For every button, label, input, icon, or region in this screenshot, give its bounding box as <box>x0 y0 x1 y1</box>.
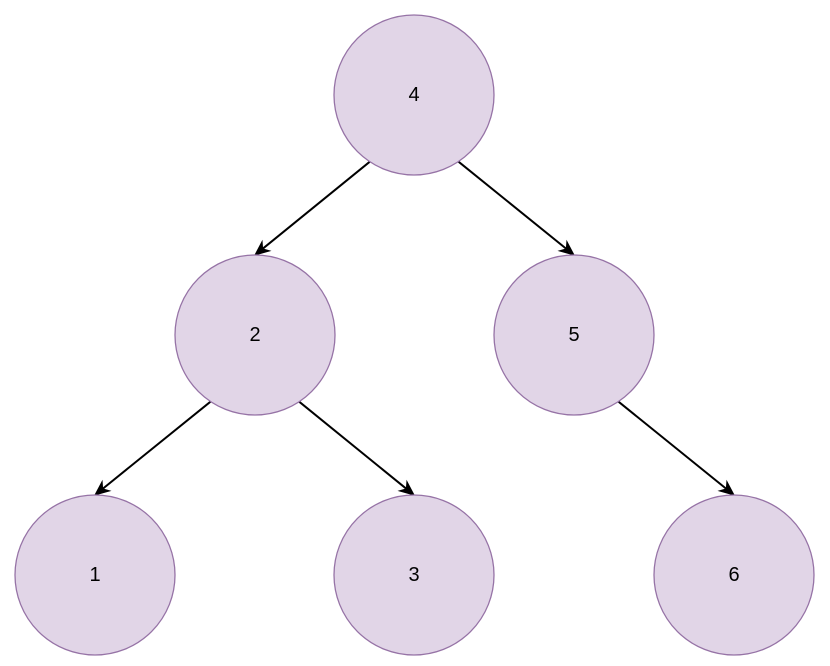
arrowhead-n2-to-n1 <box>94 479 112 496</box>
arrowhead-n2-to-n3 <box>397 479 415 496</box>
edge-n4-to-n5 <box>457 160 568 250</box>
tree-node-1: 1 <box>14 494 176 656</box>
tree-node-6: 6 <box>653 494 815 656</box>
node-circle <box>333 494 495 656</box>
edge-n2-to-n1 <box>101 400 212 490</box>
node-label: 4 <box>408 84 419 106</box>
tree-node-4: 4 <box>333 14 495 176</box>
node-circle <box>493 254 655 416</box>
node-label: 3 <box>408 564 419 586</box>
node-label: 2 <box>249 324 260 346</box>
node-label: 1 <box>89 564 100 586</box>
node-label: 6 <box>728 564 739 586</box>
arrowhead-n4-to-n5 <box>557 239 575 256</box>
arrowhead-n4-to-n2 <box>254 239 272 256</box>
node-label: 5 <box>568 324 579 346</box>
node-circle <box>653 494 815 656</box>
arrowhead-n5-to-n6 <box>717 479 735 496</box>
edges-layer <box>94 160 735 496</box>
nodes-layer: 4 2 5 1 3 6 <box>14 14 815 656</box>
edge-n5-to-n6 <box>617 400 728 490</box>
tree-node-5: 5 <box>493 254 655 416</box>
tree-node-2: 2 <box>174 254 336 416</box>
node-circle <box>14 494 176 656</box>
node-circle <box>174 254 336 416</box>
node-circle <box>333 14 495 176</box>
edge-n2-to-n3 <box>298 400 408 490</box>
edge-n4-to-n2 <box>261 160 371 250</box>
tree-node-3: 3 <box>333 494 495 656</box>
